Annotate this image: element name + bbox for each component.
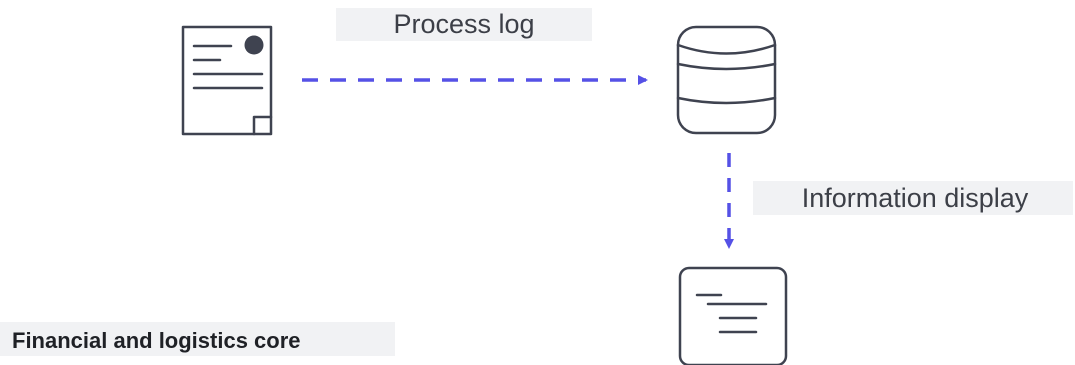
process-log-label: Process log (336, 8, 592, 41)
core-title-label: Financial and logistics core (0, 322, 395, 356)
display-panel-icon (678, 266, 788, 365)
information-display-text: Information display (802, 183, 1029, 213)
process-log-text: Process log (393, 9, 534, 39)
document-icon (181, 25, 273, 136)
core-title-text: Financial and logistics core (12, 328, 301, 353)
information-display-label: Information display (753, 181, 1073, 215)
database-icon (676, 25, 777, 135)
